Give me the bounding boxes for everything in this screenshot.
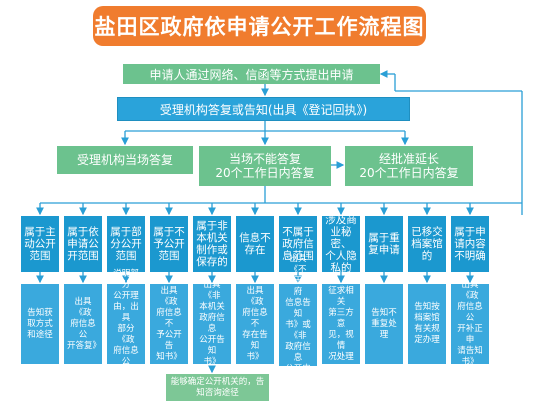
category-box: 属于不 予公开 范围	[150, 216, 188, 272]
action-box: 出具《政 府信息不 予公开告 知书》	[150, 284, 188, 364]
action-box: 征求相关 第三方意 见，视情 况处理	[322, 284, 360, 364]
category-box: 属于重 复申请	[365, 216, 403, 272]
action-box: 出具《政 府信息公 开答复》	[64, 284, 102, 364]
action-box: 出具《政 府信息不 存在告知 书》	[236, 284, 274, 364]
category-box: 属于主 动公开 范围	[21, 216, 59, 272]
category-box: 属于申 请内容 不明确	[451, 216, 489, 272]
action-box: 告知按 档案馆 有关规 定办理	[408, 284, 446, 364]
category-box: 信息不 存在	[236, 216, 274, 272]
branch-extended-20-days: 经批准延长 20个工作日内答复	[345, 146, 473, 186]
step-submit-request: 申请人通过网络、信函等方式提出申请	[123, 64, 380, 84]
action-box: 出具《政 府信息公 开补正申 请告知书》	[451, 280, 489, 367]
action-box: 说明部分 公开理 由，出具 部分《政 府信息公 开答复》	[107, 269, 145, 378]
action-box: 告知获 取方式 和途径	[21, 284, 59, 364]
category-box: 不属于 政府信 息范围	[279, 216, 317, 272]
category-box: 已移交 档案馆 的	[408, 216, 446, 272]
category-box: 属于部 分公开 范围	[107, 216, 145, 272]
category-box: 属于非 本机关 制作或 保存的	[193, 216, 231, 272]
branch-reply-within-20-days: 当场不能答复 20个工作日内答复	[199, 146, 331, 186]
page-title: 盐田区政府依申请公开工作流程图	[93, 6, 426, 46]
branch-immediate-reply: 受理机构当场答复	[57, 146, 193, 174]
action-box: 告知不 重复处 理	[365, 284, 403, 364]
category-box: 属于依 申请公 开范围	[64, 216, 102, 272]
step-reply-or-notify: 受理机构答复或告知(出具《登记回执》)	[117, 97, 410, 121]
action-box: 出具《非 本机关 政府信息 公开告知 书》	[193, 280, 231, 367]
category-box: 涉及商 业秘密、 个人隐 私的	[322, 214, 360, 274]
action-box: 出具《不 属于政府 信息告知 书》或《非 政府信息 公开申请 告知书》	[279, 254, 317, 396]
note-confirm-agency: 能够确定公开机关的，告知咨询途径	[166, 374, 269, 401]
